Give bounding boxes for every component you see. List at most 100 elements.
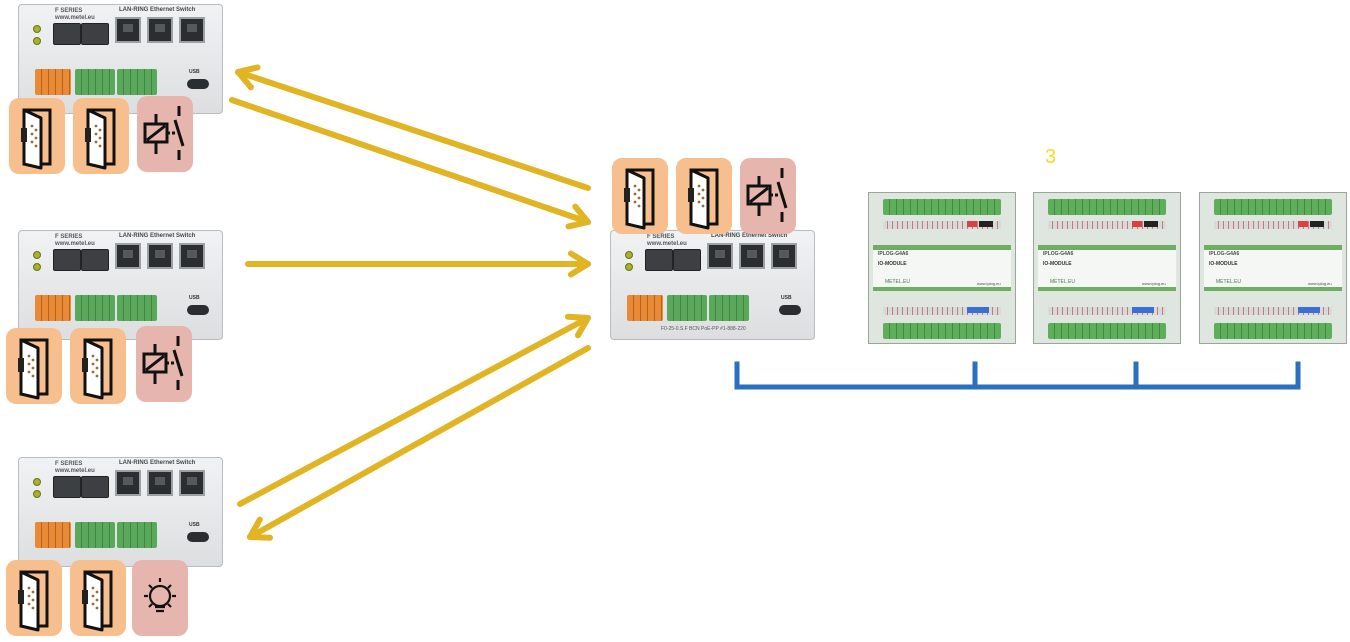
ethernet-port <box>707 243 733 269</box>
door-icon <box>6 328 62 404</box>
door-icon <box>612 158 668 234</box>
arrow-middle-head <box>567 250 591 278</box>
io-terminal <box>667 295 707 321</box>
dip-switch <box>1298 307 1320 313</box>
io-label-panel <box>873 245 1011 291</box>
io-bus <box>734 361 1301 390</box>
ethernet-port <box>179 243 205 269</box>
status-chip <box>1310 221 1324 227</box>
io-terminal <box>75 69 115 95</box>
relay-icon <box>740 158 796 234</box>
status-chip <box>967 221 977 227</box>
power-terminal <box>35 522 71 548</box>
arrow-bottom-incoming <box>247 345 591 540</box>
io-module: IPLOG-G4A6 IO-MODULE METEL.EU www.iplog.… <box>868 192 1016 344</box>
io-terminal-bottom <box>883 323 1001 339</box>
usb-label: USB <box>781 295 792 301</box>
sfp-port <box>53 23 81 45</box>
led-strip <box>1214 307 1332 315</box>
io-type-label: IO-MODULE <box>1209 261 1238 267</box>
dip-switch <box>1132 307 1154 313</box>
io-brand: METEL.EU <box>1050 279 1076 285</box>
io-terminal-top <box>883 199 1001 215</box>
arrow-top-outgoing-head <box>565 203 591 230</box>
arrow-bottom-incoming-head <box>247 516 273 541</box>
device-title: LAN-RING Ethernet Switch <box>119 233 196 239</box>
status-chip <box>1144 221 1158 227</box>
usb-port <box>779 305 801 315</box>
door-icon <box>6 560 62 636</box>
usb-label: USB <box>189 522 200 528</box>
ethernet-port <box>771 243 797 269</box>
led-strip <box>883 307 1001 315</box>
arrow-top-incoming-head <box>235 64 261 91</box>
io-bus-line <box>734 361 1301 390</box>
ethernet-port <box>147 17 173 43</box>
relay-icon <box>137 96 193 172</box>
led-strip <box>1214 221 1332 229</box>
io-website: www.iplog.eu <box>1308 281 1332 286</box>
io-module-count-label: 3 <box>1045 146 1057 168</box>
door-icon <box>70 328 126 404</box>
status-led <box>625 251 633 259</box>
device-title: LAN-RING Ethernet Switch <box>119 460 196 466</box>
sfp-port <box>53 476 81 498</box>
status-led <box>33 25 41 33</box>
io-type-label: IO-MODULE <box>878 261 907 267</box>
power-terminal <box>35 69 71 95</box>
io-model: IPLOG-G4A6 <box>1209 251 1240 257</box>
usb-port <box>187 79 209 89</box>
sfp-port <box>53 249 81 271</box>
status-chip <box>1132 221 1142 227</box>
arrows <box>229 64 591 541</box>
sfp-port <box>81 476 109 498</box>
io-brand: METEL.EU <box>1216 279 1242 285</box>
arrow-top-incoming <box>235 69 591 191</box>
io-terminal-top <box>1214 199 1332 215</box>
io-brand: METEL.EU <box>885 279 911 285</box>
io-model: IPLOG-G4A6 <box>1043 251 1074 257</box>
dip-switch <box>967 307 989 313</box>
arrow-bottom-outgoing <box>237 315 591 507</box>
io-terminal <box>709 295 749 321</box>
io-model: IPLOG-G4A6 <box>878 251 909 257</box>
device-caption: F0-25-0.S.F BCN PoE-PP #1-888-220 <box>661 326 746 332</box>
io-terminal <box>75 522 115 548</box>
io-terminal-top <box>1048 199 1166 215</box>
led-strip <box>1048 307 1166 315</box>
io-label-panel <box>1204 245 1342 291</box>
usb-port <box>187 532 209 542</box>
io-type-label: IO-MODULE <box>1043 261 1072 267</box>
device-title: LAN-RING Ethernet Switch <box>711 233 788 239</box>
sfp-port <box>81 23 109 45</box>
door-icon <box>9 98 65 174</box>
door-icon <box>73 98 129 174</box>
ethernet-port <box>115 17 141 43</box>
ethernet-port <box>147 470 173 496</box>
relay-icon <box>136 326 192 402</box>
status-led <box>33 478 41 486</box>
io-website: www.iplog.eu <box>1142 281 1166 286</box>
status-led <box>33 263 41 271</box>
io-website: www.iplog.eu <box>977 281 1001 286</box>
power-terminal <box>35 295 71 321</box>
io-terminal <box>117 69 157 95</box>
io-label-panel <box>1038 245 1176 291</box>
lamp-icon <box>132 560 188 636</box>
status-led <box>625 263 633 271</box>
io-terminal <box>75 295 115 321</box>
ethernet-port <box>147 243 173 269</box>
usb-label: USB <box>189 69 200 75</box>
arrow-top-outgoing <box>229 97 591 225</box>
sfp-port <box>673 249 701 271</box>
ethernet-port <box>179 17 205 43</box>
status-chip <box>979 221 993 227</box>
led-strip <box>1048 221 1166 229</box>
